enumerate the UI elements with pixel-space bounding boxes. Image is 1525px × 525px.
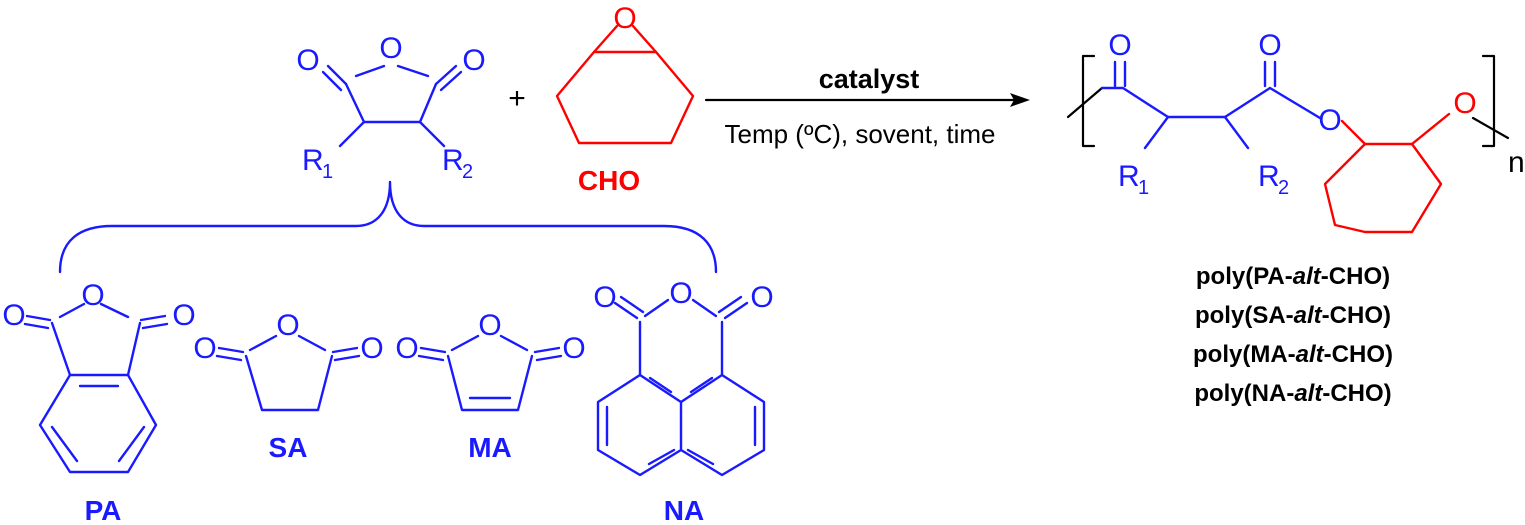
polymer-carbonyl-oxygen-2: O [1258, 29, 1281, 62]
ma-ring-oxygen: O [478, 309, 501, 342]
na-label: NA [664, 495, 704, 525]
grouping-brace [58, 180, 718, 274]
arrow-label-conditions: Temp (ºC), sovent, time [724, 119, 995, 149]
r2-subscript: 2 [462, 161, 473, 183]
r1-label: R [302, 144, 324, 177]
repeat-subscript: n [1508, 146, 1525, 179]
ma-label: MA [468, 432, 512, 463]
product-ma-cho: poly(MA-alt-CHO) [1193, 341, 1393, 368]
pa-carbonyl-oxygen-right: O [172, 299, 195, 332]
sa-ring-oxygen: O [276, 309, 299, 342]
pa-carbonyl-oxygen-left: O [2, 299, 25, 332]
na-carbonyl-oxygen-left: O [593, 281, 616, 314]
polymer-r1-subscript: 1 [1138, 177, 1149, 199]
ma-carbonyl-oxygen-left: O [395, 332, 418, 365]
carbonyl-oxygen-right: O [462, 44, 485, 77]
ester-oxygen: O [1318, 104, 1341, 137]
cho-label: CHO [578, 165, 640, 196]
reaction-arrow: catalyst Temp (ºC), sovent, time [704, 64, 1030, 149]
sa-label: SA [269, 432, 308, 463]
product-sa-cho: poly(SA-alt-CHO) [1195, 302, 1391, 329]
ring-oxygen: O [379, 32, 402, 65]
generic-anhydride: O O O R 1 R 2 [296, 32, 485, 183]
cho-structure: O CHO [555, 2, 695, 196]
polymer-r1-label: R [1118, 160, 1140, 193]
carbonyl-oxygen-left: O [296, 44, 319, 77]
sa-carbonyl-oxygen-left: O [193, 332, 216, 365]
plus-sign: + [508, 82, 526, 115]
product-list: poly(PA-alt-CHO) poly(SA-alt-CHO) poly(M… [1193, 263, 1393, 407]
polymer-r2-subscript: 2 [1278, 177, 1289, 199]
r2-label: R [442, 144, 464, 177]
sa-structure: O O O SA [193, 309, 383, 463]
na-structure: O O O NA [593, 277, 773, 525]
polymer-repeat-unit: O O O R 1 R 2 O n [1066, 29, 1525, 234]
na-carbonyl-oxygen-right: O [750, 281, 773, 314]
na-ring-oxygen: O [669, 277, 692, 310]
ether-oxygen: O [1453, 87, 1476, 120]
polymer-r2-label: R [1258, 160, 1280, 193]
r1-subscript: 1 [322, 161, 333, 183]
pa-label: PA [85, 495, 122, 525]
product-pa-cho: poly(PA-alt-CHO) [1196, 263, 1390, 290]
epoxide-oxygen: O [613, 2, 636, 35]
polymer-carbonyl-oxygen-1: O [1108, 29, 1131, 62]
pa-ring-oxygen: O [81, 279, 104, 312]
sa-carbonyl-oxygen-right: O [360, 332, 383, 365]
pa-structure: O O O PA [2, 279, 195, 525]
product-na-cho: poly(NA-alt-CHO) [1194, 380, 1391, 407]
ma-carbonyl-oxygen-right: O [562, 332, 585, 365]
ma-structure: O O O MA [395, 309, 585, 463]
arrow-label-catalyst: catalyst [819, 64, 920, 94]
